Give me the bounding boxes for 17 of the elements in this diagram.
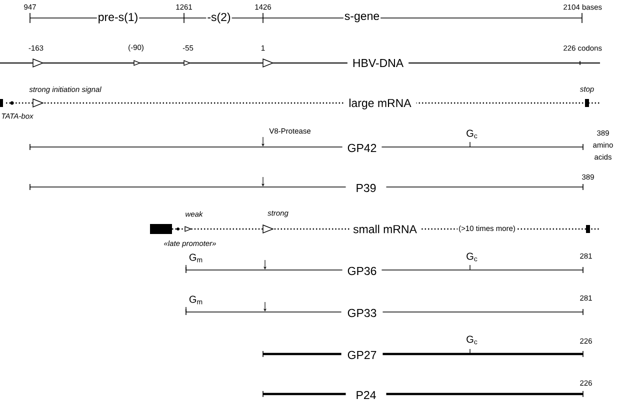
glycosylation-site-label: G$_{m}$ [189, 254, 202, 262]
row-label: GP27 [341, 350, 383, 360]
row-label: GP36 [342, 266, 382, 276]
row-label: P24 [346, 390, 386, 400]
segment-label: -s(2) [206, 12, 232, 24]
glycosylation-site-label: G$_{c}$ [466, 252, 478, 262]
row-label: small mRNA [350, 224, 420, 234]
row-label: GP33 [341, 308, 383, 318]
row-label: GP42 [342, 142, 382, 154]
row-label: HBV-DNA [347, 58, 409, 68]
row-label: large mRNA [344, 98, 416, 110]
glycosylation-site-label: G$_{c}$ [466, 336, 478, 344]
segment-label: s-gene [343, 12, 381, 24]
row-label: P39 [346, 182, 386, 194]
segment-label: pre-s(1) [96, 12, 140, 24]
glycosylation-site-label: G$_{c}$ [466, 130, 478, 138]
glycosylation-site-label: G$_{m}$ [189, 296, 202, 304]
